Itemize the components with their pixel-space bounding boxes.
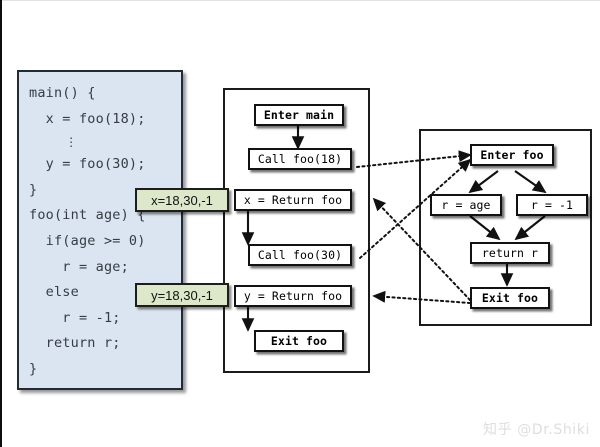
page-top-rule [0,0,600,1]
callout-x-values[interactable]: x=18,30,-1 [135,188,229,212]
code-line: else [29,284,79,301]
code-line: r = -1; [29,309,121,326]
node-call-foo-30[interactable]: Call foo(30) [248,244,352,266]
code-line: foo(int age) { [29,207,146,224]
callout-y-values[interactable]: y=18,30,-1 [135,283,229,307]
watermark-text: 知乎 @Dr.Shiki [483,422,590,438]
code-line: main() { [29,85,96,101]
code-line: r = age; [29,258,129,275]
node-enter-foo[interactable]: Enter foo [470,144,554,166]
code-line: y = foo(30); [29,156,146,173]
node-enter-main[interactable]: Enter main [254,104,344,126]
node-r-eq-neg1[interactable]: r = -1 [516,194,588,216]
node-call-foo-18[interactable]: Call foo(18) [248,148,352,170]
source-code-panel: main() { x = foo(18); ⋮ y = foo(30); } f… [17,70,183,390]
code-line: } [29,181,38,198]
code-line: x = foo(18); [29,110,146,127]
page-left-rule [0,0,2,447]
code-line: return r; [29,335,121,352]
code-line: } [29,360,38,377]
code-line: if(age >= 0) [29,232,146,249]
node-exit-foo[interactable]: Exit foo [470,287,550,309]
node-return-r[interactable]: return r [470,242,550,264]
node-r-eq-age[interactable]: r = age [430,194,502,216]
node-exit-main[interactable]: Exit foo [254,330,344,352]
code-line-ellipsis: ⋮ [29,135,78,150]
node-y-return-foo[interactable]: y = Return foo [234,285,352,307]
node-x-return-foo[interactable]: x = Return foo [234,189,352,211]
